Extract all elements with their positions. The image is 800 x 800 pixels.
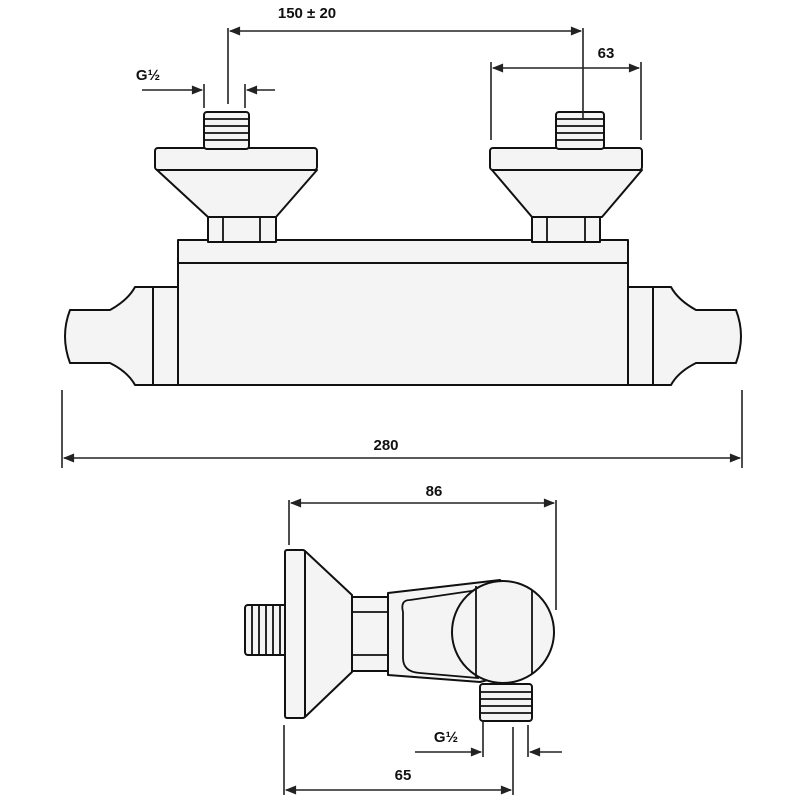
right-end-cap [652,286,742,386]
fitting-width-label: 63 [598,45,615,62]
front-view: 150 ± 20 63 G½ 280 [61,5,743,468]
control-knob [451,580,555,684]
dimension-inlet-spacing: 150 ± 20 [227,5,584,120]
side-view: 86 G½ 65 [244,483,562,795]
wall-thread [244,604,288,656]
dimension-thread-side: G½ [415,722,562,757]
left-collar [152,286,179,386]
dimension-outlet-offset: 65 [283,725,514,795]
outlet-thread [479,683,533,722]
thread-label-front: G½ [136,67,160,84]
outlet-offset-label: 65 [395,767,412,784]
valve-body-top-plate [177,239,629,264]
left-end-cap [64,286,154,386]
inlet-spacing-label: 150 ± 20 [278,5,336,22]
dimension-depth: 86 [288,483,557,610]
left-inlet-fitting [154,111,318,243]
right-collar [627,286,654,386]
overall-length-label: 280 [373,437,398,454]
right-inlet-fitting [489,111,643,243]
dimension-fitting-width: 63 [490,45,642,140]
side-flange [284,549,306,719]
dimension-thread-front: G½ [136,67,275,108]
thread-label-side: G½ [434,729,458,746]
dimension-overall-length: 280 [61,390,743,468]
side-hex-nut [351,596,389,672]
valve-body [177,262,629,386]
side-cone [304,550,353,718]
side-body-recess [401,588,479,679]
depth-label: 86 [426,483,443,500]
